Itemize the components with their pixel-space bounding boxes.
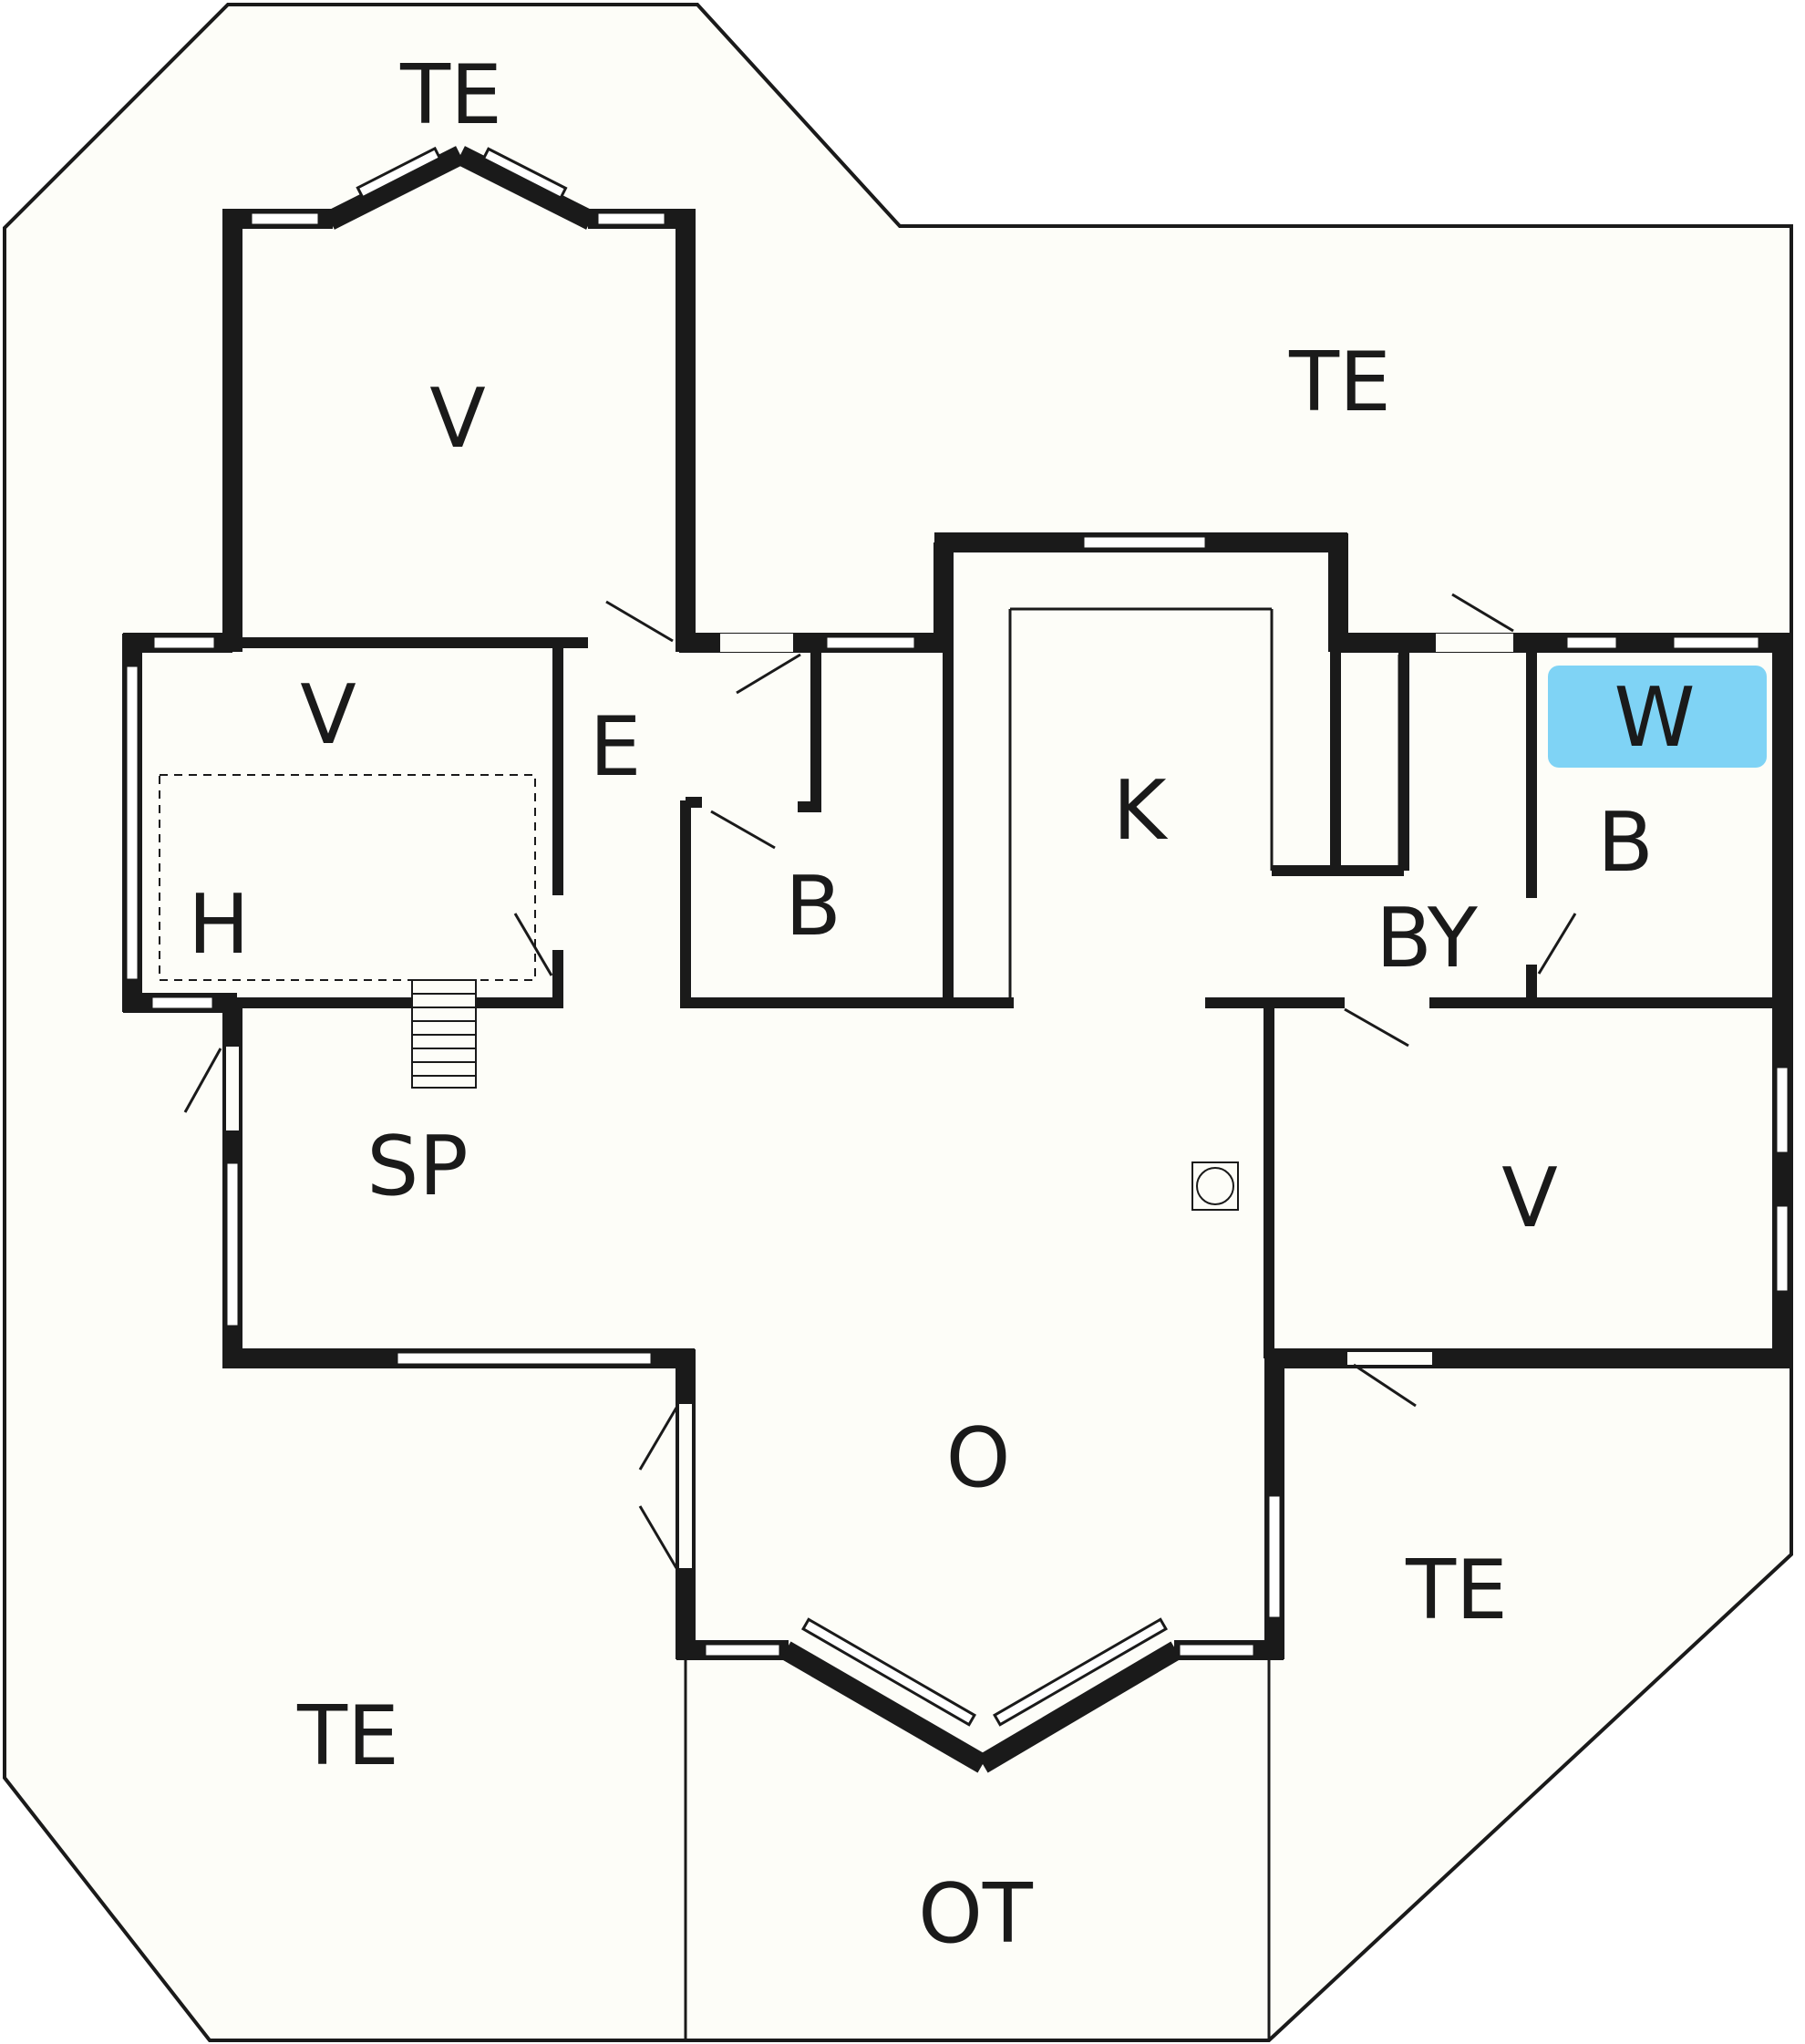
- room-label-k: K: [1112, 763, 1168, 859]
- room-label-b-mid: B: [785, 859, 841, 955]
- room-label-b-right: B: [1597, 795, 1654, 891]
- room-label-e: E: [590, 699, 642, 795]
- room-label-v-top: V: [429, 371, 486, 467]
- room-label-te-top: TE: [399, 47, 502, 143]
- room-label-by: BY: [1376, 891, 1479, 986]
- room-label-ot: OT: [918, 1866, 1034, 1962]
- washer-highlight: [1548, 666, 1767, 768]
- stove-icon: [1191, 1161, 1239, 1211]
- room-label-o: O: [946, 1410, 1011, 1506]
- room-label-w: W: [1614, 670, 1696, 766]
- room-label-te-bottom-left: TE: [296, 1688, 399, 1784]
- windows: [124, 146, 1790, 1727]
- room-label-v-right: V: [1501, 1151, 1558, 1246]
- room-label-te-right: TE: [1288, 335, 1391, 430]
- room-label-h: H: [188, 877, 250, 973]
- room-label-v-left: V: [300, 667, 356, 763]
- room-label-te-bottom-right: TE: [1405, 1543, 1508, 1638]
- interior-walls: [232, 637, 1782, 1358]
- house-floor: [132, 155, 1782, 1764]
- room-label-sp: SP: [366, 1119, 468, 1214]
- ladder-icon: [411, 979, 477, 1089]
- doors: [183, 593, 1577, 1569]
